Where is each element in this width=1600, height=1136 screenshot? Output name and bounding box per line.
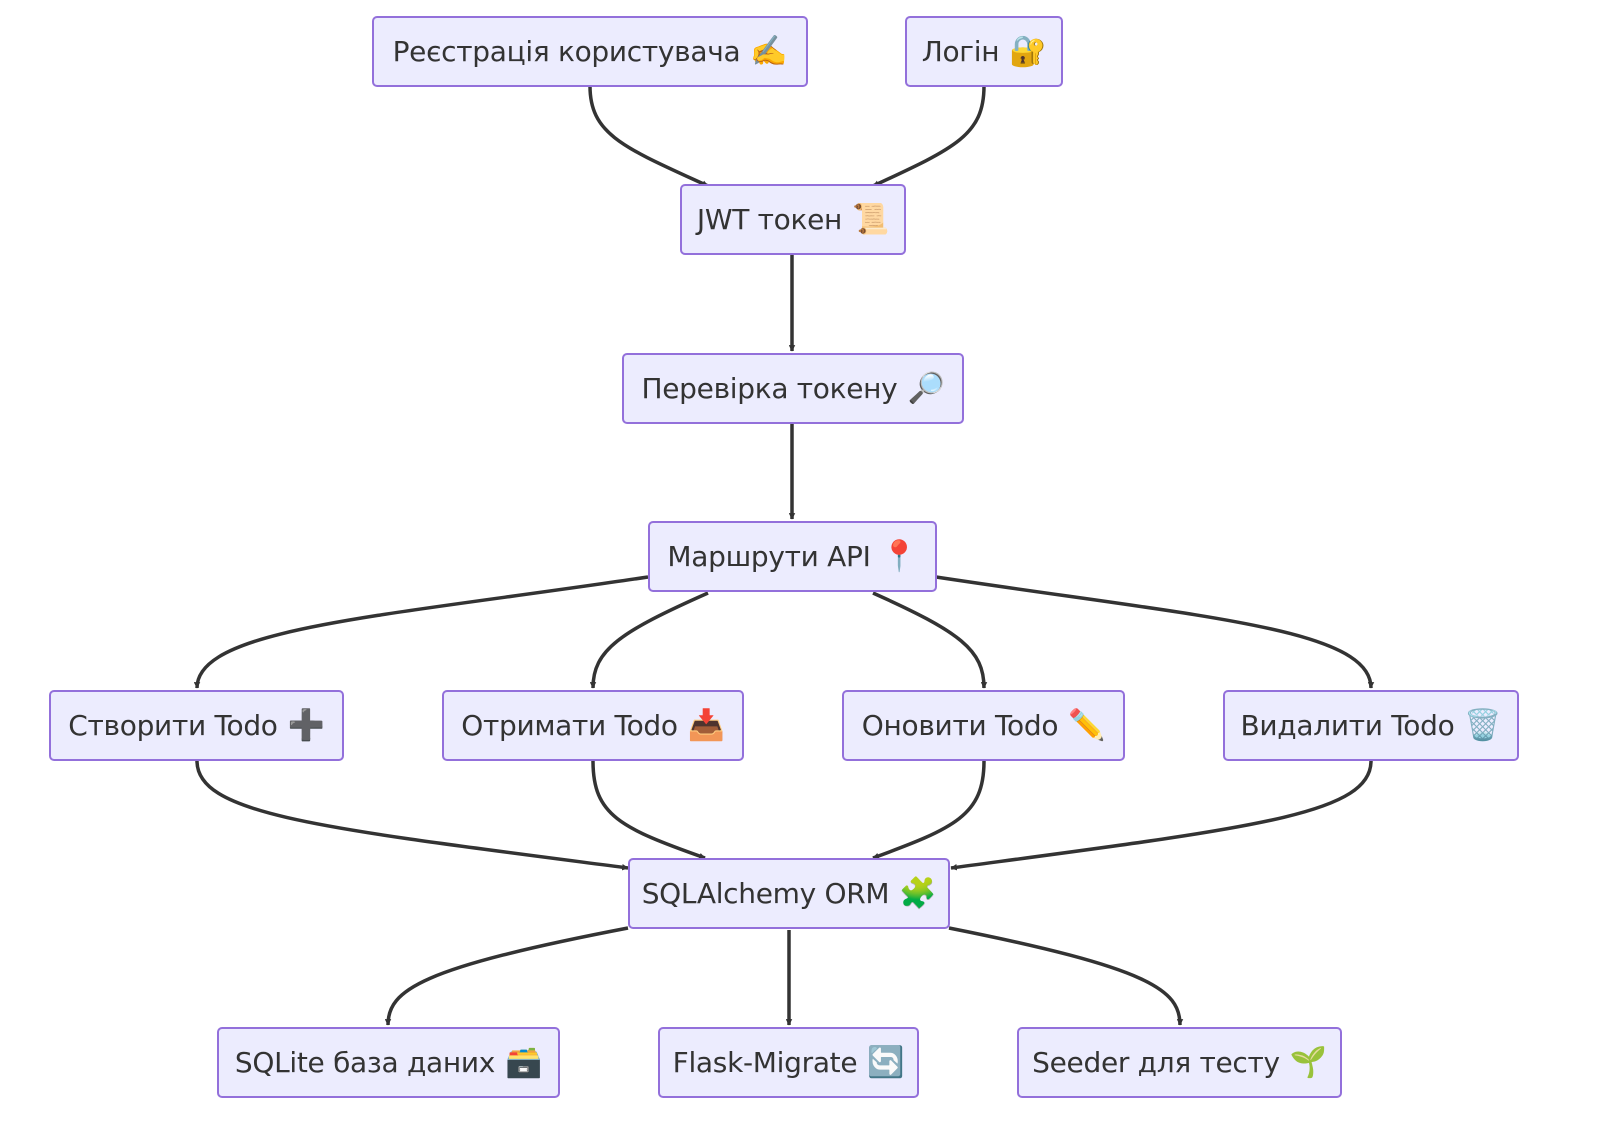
node-label: Створити Todo (68, 709, 278, 742)
node-label: Видалити Todo (1240, 709, 1455, 742)
node-test-seeder[interactable]: Seeder для тесту 🌱 (1017, 1027, 1342, 1098)
node-create-todo[interactable]: Створити Todo ➕ (49, 690, 344, 761)
edge-get-to-orm (591, 760, 706, 860)
edge-routes-to-get (589, 591, 709, 689)
edge-routes-to-update (872, 591, 988, 689)
node-label: Flask-Migrate (672, 1046, 858, 1079)
seedling-icon: 🌱 (1289, 1044, 1327, 1080)
node-api-routes[interactable]: Маршрути API 📍 (648, 521, 937, 592)
edge-create-to-orm (195, 760, 629, 871)
node-get-todo[interactable]: Отримати Todo 📥 (442, 690, 744, 761)
arrows-cycle-icon: 🔄 (867, 1044, 905, 1080)
node-label: Логін (921, 35, 1000, 68)
node-label: Оновити Todo (861, 709, 1059, 742)
edge-orm-to-seeder (948, 926, 1184, 1026)
edge-orm-to-sqlite (384, 926, 629, 1026)
node-label: Перевірка токену (641, 372, 898, 405)
edge-delete-to-orm (950, 760, 1373, 871)
round-pushpin-icon: 📍 (880, 538, 918, 574)
node-delete-todo[interactable]: Видалити Todo 🗑️ (1223, 690, 1519, 761)
node-label: Seeder для тесту (1032, 1046, 1280, 1079)
node-update-todo[interactable]: Оновити Todo ✏️ (842, 690, 1125, 761)
puzzle-piece-icon: 🧩 (899, 875, 937, 911)
edge-update-to-orm (872, 760, 986, 860)
edge-login-to-jwt (872, 85, 986, 188)
node-jwt-token[interactable]: JWT токен 📜 (680, 184, 906, 255)
node-label: Отримати Todo (461, 709, 678, 742)
wastebasket-icon: 🗑️ (1464, 707, 1502, 743)
plus-icon: ➕ (287, 707, 325, 743)
scroll-icon: 📜 (852, 201, 890, 237)
inbox-tray-icon: 📥 (687, 707, 725, 743)
magnifying-glass-icon: 🔎 (907, 370, 945, 406)
node-label: Реєстрація користувача (392, 35, 741, 68)
card-file-box-icon: 🗃️ (505, 1044, 543, 1080)
edge-register-to-jwt (588, 85, 709, 188)
writing-hand-icon: ✍️ (750, 33, 788, 69)
node-token-verification[interactable]: Перевірка токену 🔎 (622, 353, 964, 424)
edge-routes-to-delete (935, 575, 1375, 689)
node-flask-migrate[interactable]: Flask-Migrate 🔄 (658, 1027, 919, 1098)
node-sqlalchemy-orm[interactable]: SQLAlchemy ORM 🧩 (628, 858, 950, 929)
node-login[interactable]: Логін 🔐 (905, 16, 1063, 87)
node-label: SQLAlchemy ORM (641, 877, 890, 910)
locked-with-key-icon: 🔐 (1009, 33, 1047, 69)
node-label: JWT токен (696, 203, 843, 236)
node-user-registration[interactable]: Реєстрація користувача ✍️ (372, 16, 808, 87)
pencil-icon: ✏️ (1068, 707, 1106, 743)
node-label: SQLite база даних (234, 1046, 496, 1079)
edge-routes-to-create (193, 575, 649, 689)
node-label: Маршрути API (667, 540, 871, 573)
node-sqlite-database[interactable]: SQLite база даних 🗃️ (217, 1027, 560, 1098)
